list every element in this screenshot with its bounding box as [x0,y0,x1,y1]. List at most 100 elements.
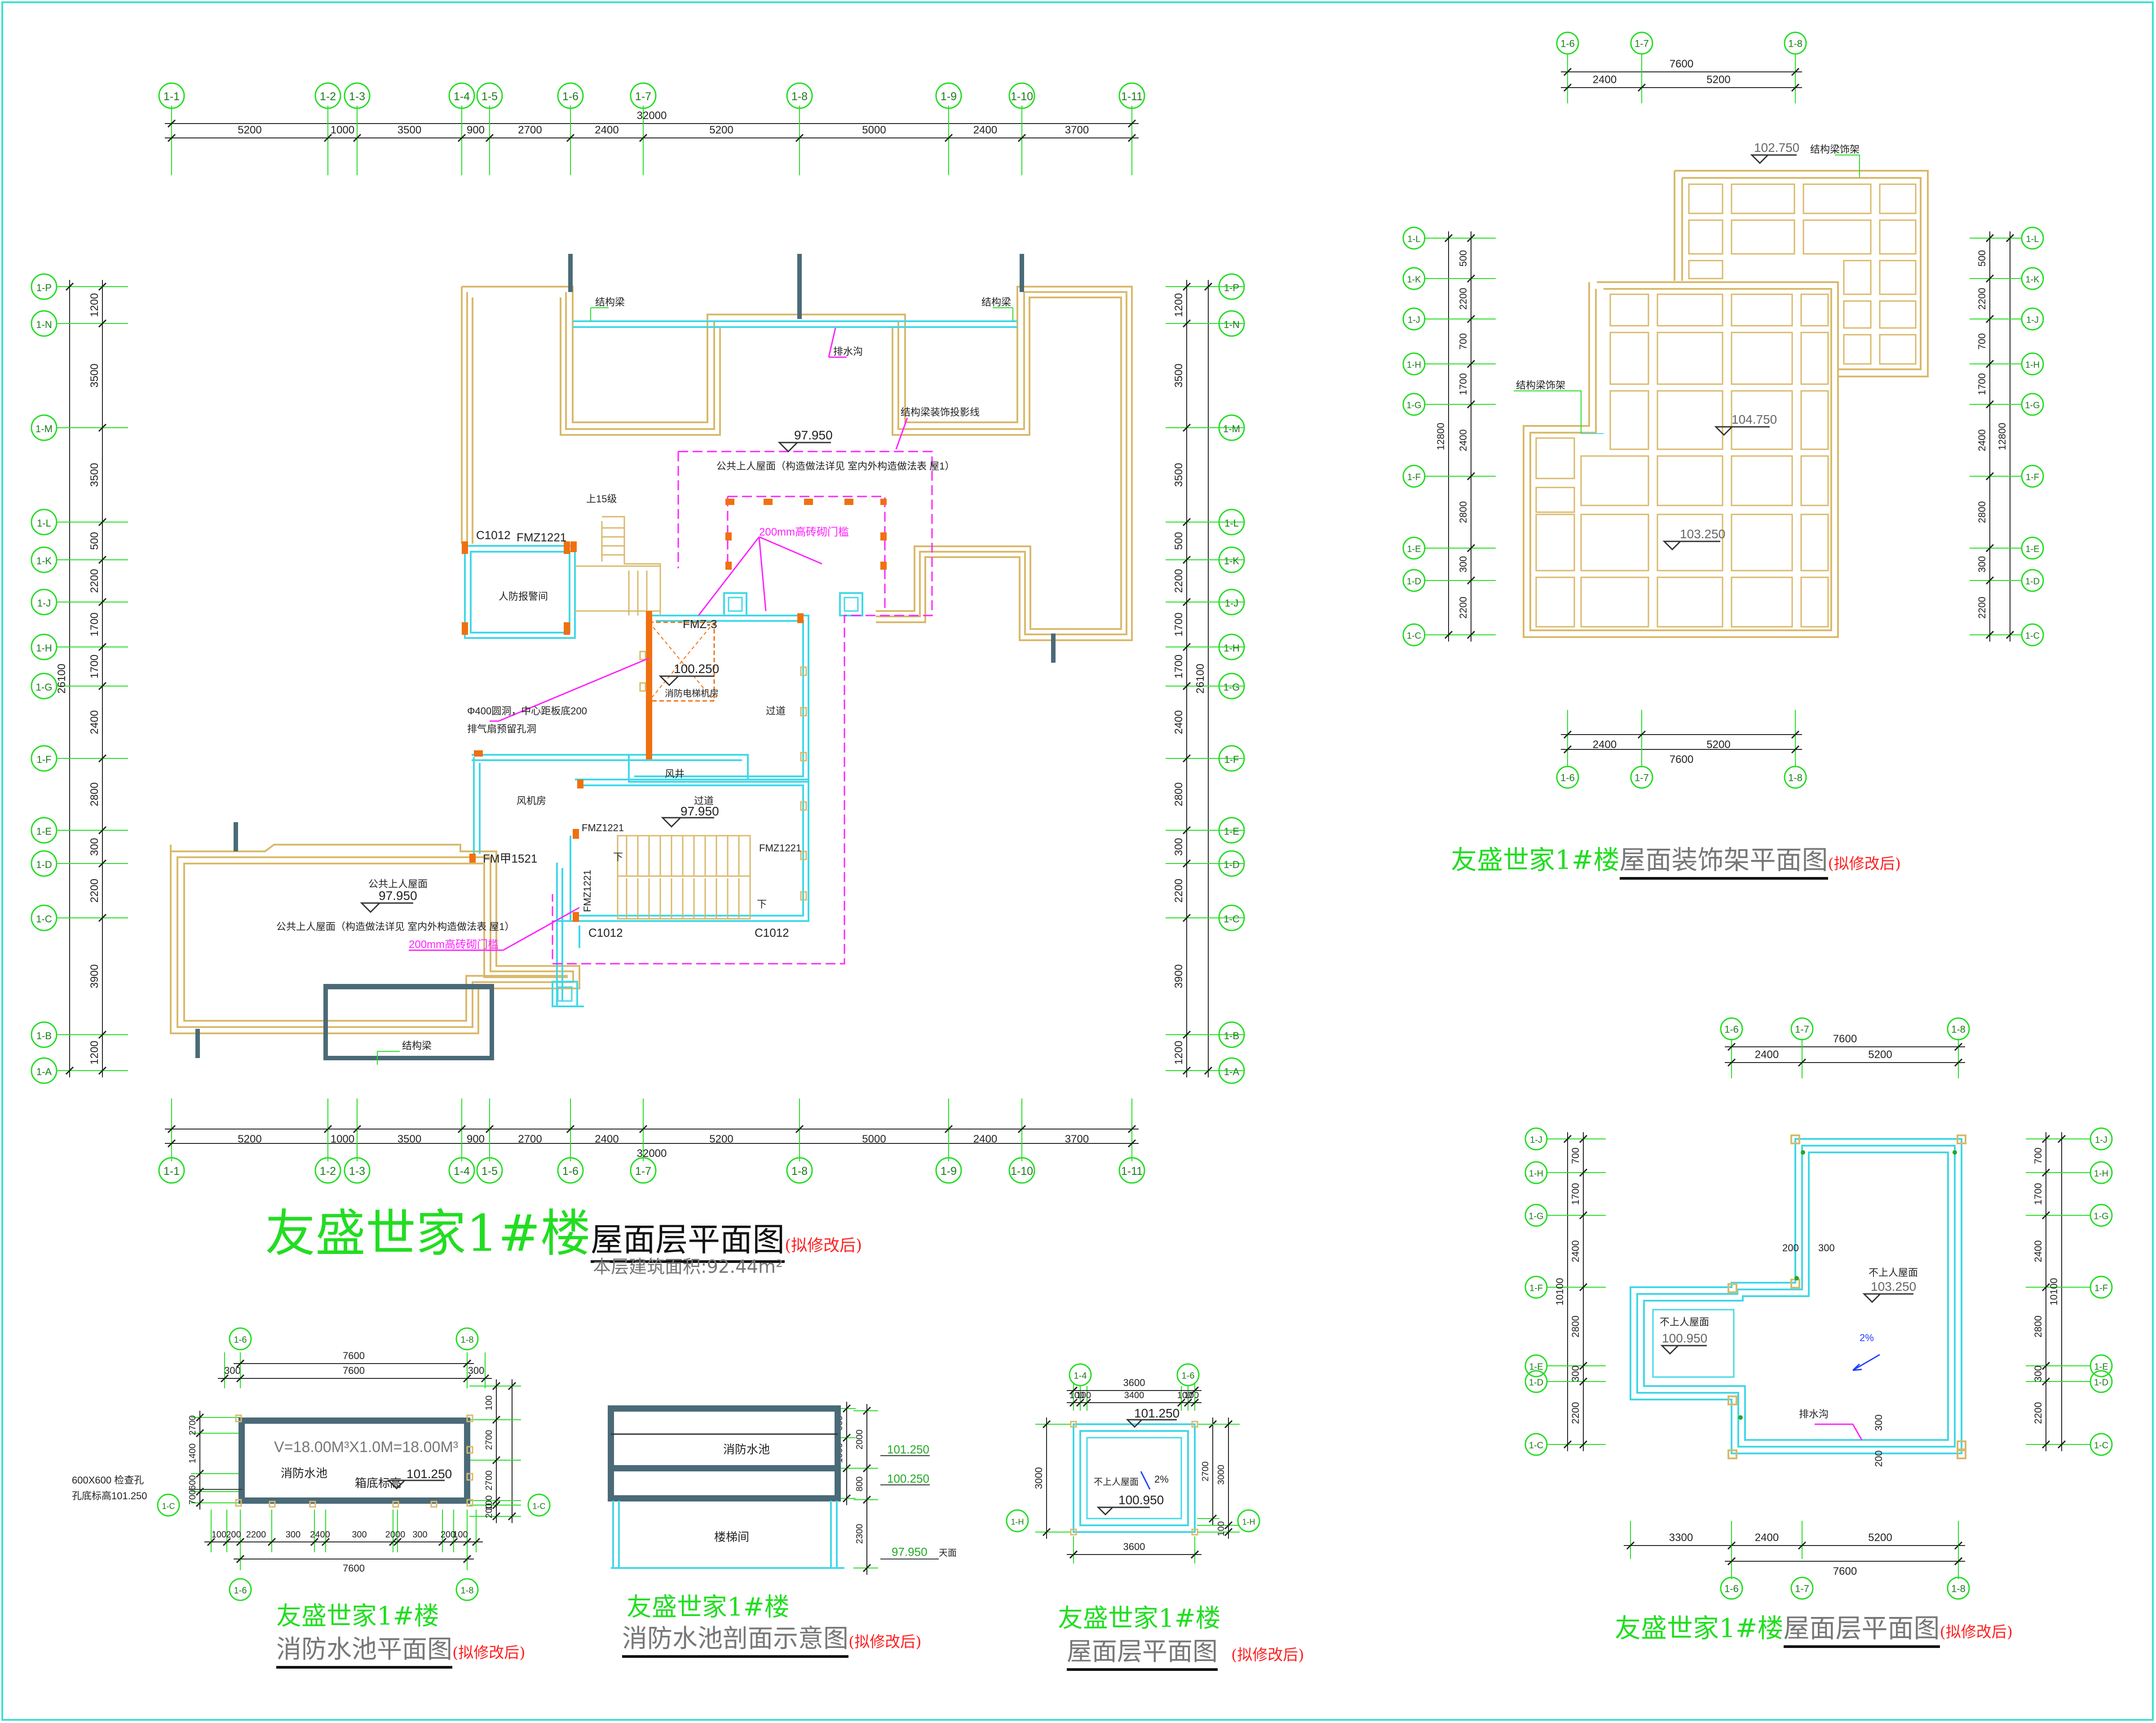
deco-right-ttick-0 [2006,234,2015,243]
rr-right-tick-2 [2041,1211,2050,1220]
main-right-dim-5: 1700 [1173,612,1185,636]
lbl-alarm-room: 人防报警间 [499,591,548,602]
main-top-bubble-3-circle [448,82,475,109]
main-top-tick-8 [944,133,953,142]
tank-bottom-dim-3: 300 [286,1530,300,1540]
main-bottom-dim-1: 1000 [331,1133,354,1145]
deco-left-tick-1 [1467,274,1476,283]
sec-dims-a-tick-0 [842,1404,851,1413]
deco-left-bubble-3-label: 1-H [1407,360,1421,370]
main-bottom-bubble-2-circle [344,1157,371,1184]
rr-top-bubble-2-label: 1-8 [1951,1023,1966,1035]
rr-top-ttick-0 [1727,1042,1736,1051]
lbl-beam3: 结构梁 [402,1040,432,1051]
main-right-bubble-9-circle [1218,817,1245,844]
main-right-dim-4: 2200 [1173,569,1185,593]
main-left-bubble-9-circle [31,817,57,844]
main-bottom-bubble-0-label: 1-1 [163,1165,180,1178]
rr-left-bubble-0-circle [1524,1127,1548,1151]
deco-right-dim-3: 1700 [1976,373,1988,395]
main-bottom-bubble-7-label: 1-8 [791,1165,808,1178]
main-left-bubble-13-circle [31,1057,57,1084]
lbl-vent-note2: 排气扇预留孔洞 [467,723,536,735]
rr-left-ttick-0 [1563,1134,1572,1143]
sr-right-a-dim-0: 2700 [1201,1462,1211,1482]
deco-right-dim-5: 2800 [1976,501,1988,523]
deco-right-bubble-5-label: 1-F [2026,472,2039,482]
rr-lbl-e-a: 103.250 [1871,1280,1916,1293]
main-right-tick-10 [1182,859,1191,868]
lbl-vent-note1: Φ400圆洞，中心距板底200 [467,705,587,717]
small-roof-plan: 101.250 不上人屋面 2% 100.950 [1070,1406,1198,1536]
main-top-tick-1 [323,133,332,142]
main-bottom-tick-1 [323,1125,332,1134]
deco-elev-markers [1662,154,1797,551]
deco-right-total: 12800 [1997,423,2008,450]
main-left-bubble-12-label: 1-B [36,1030,52,1041]
sec-labels: 消防水池 楼梯间 101.250 100.250 97.950 天面 [714,1443,957,1559]
main-left-bubble-11-circle [31,904,57,931]
main-shaft-3-in [557,986,573,1002]
main-right-dim-11: 3900 [1173,964,1185,988]
tank-bottom-dim-1: 200 [226,1530,241,1540]
main-right-bubble-5-circle [1218,589,1245,616]
main-beam-frame [323,984,494,1060]
sr-no-access: 不上人屋面 [1094,1477,1139,1487]
sec-dims-a-tick-3 [842,1494,851,1503]
main-right-dim-3: 500 [1173,532,1185,550]
main-left-bubble-0-label: 1-P [36,282,52,293]
main-left-tick-13 [98,1066,107,1075]
rr-right-dim-2: 2400 [2032,1240,2044,1262]
rr-left-bubble-6-label: 1-C [1529,1440,1543,1450]
main-top-bubble-3-label: 1-4 [454,90,470,103]
sr-top-dim-1: 100 [1076,1391,1091,1400]
rr-right-dim-0: 700 [2032,1147,2044,1164]
main-top-bubble-9-label: 1-10 [1011,90,1033,103]
main-left-tick-10 [98,859,107,868]
main-bottom-tick-7 [795,1125,804,1134]
tank-axis-c-label: 1-6 [234,1586,247,1595]
main-left-tick-3 [98,518,107,527]
main-cyan-lines [464,320,1017,1007]
tank-top-dim-2: 300 [468,1365,485,1376]
main-right-dim-6: 1700 [1173,655,1185,678]
tank-axis-c-circle [229,1578,252,1601]
tank-top-tick-0 [220,1374,229,1383]
main-left-bubble-13-label: 1-A [36,1066,52,1077]
main-right-tick-3 [1182,518,1191,527]
lbl-beam1: 结构梁 [595,297,625,308]
deco-top-dim-0: 2400 [1593,74,1617,86]
sec-title: 友盛世家1#楼 消防水池剖面示意图(拟修改后) [622,1595,922,1658]
main-top-ttick-10 [1127,119,1136,128]
rr-left-tick-6 [1579,1440,1588,1449]
deco-right-dim-0: 500 [1976,250,1988,267]
tank-bottom-tick-4 [310,1537,319,1546]
deco-top-bubble-1-label: 1-7 [1635,38,1649,49]
deco-left-bubble-1-circle [1402,267,1426,290]
main-top-dim-7: 5000 [862,124,886,136]
rr-left-tick-0 [1579,1134,1588,1143]
rr-left-tick-2 [1579,1211,1588,1220]
main-right-bubble-12-label: 1-B [1224,1030,1239,1041]
lbl-roof-public: 公共上人屋面 [368,878,428,890]
deco-bottom-total: 7600 [1670,753,1693,766]
deco-right-bubble-6-label: 1-E [2025,544,2039,554]
rr-left-tick-5 [1579,1377,1588,1386]
rr-inner-small [1652,1309,1735,1378]
main-bottom-bubble-1-circle [314,1157,341,1184]
tank-left-tick-1 [195,1429,204,1438]
main-bottom-dim-2: 3500 [398,1133,421,1145]
tank-floor-elev: 101.250 [406,1467,452,1481]
deco-grid [1535,183,1917,628]
main-right-tick-12 [1182,1030,1191,1039]
tank-bottom-dim-5: 300 [352,1530,367,1540]
sr-top-tick-1 [1076,1398,1085,1407]
rr-lbl-no-access-b: 不上人屋面 [1660,1316,1709,1328]
main-right-tick-0 [1182,282,1191,291]
main-left-dim-4: 2200 [88,569,101,593]
sec-stair-walls [611,1501,844,1569]
right-roof-plan: 200 300 不上人屋面 103.250 不上人屋面 100.950 2% 排… [1630,1134,1966,1467]
sr-top-tick-4 [1184,1398,1193,1407]
deco-bottom-dim-1: 5200 [1706,739,1730,751]
deco-left-dim-0: 500 [1458,250,1469,267]
